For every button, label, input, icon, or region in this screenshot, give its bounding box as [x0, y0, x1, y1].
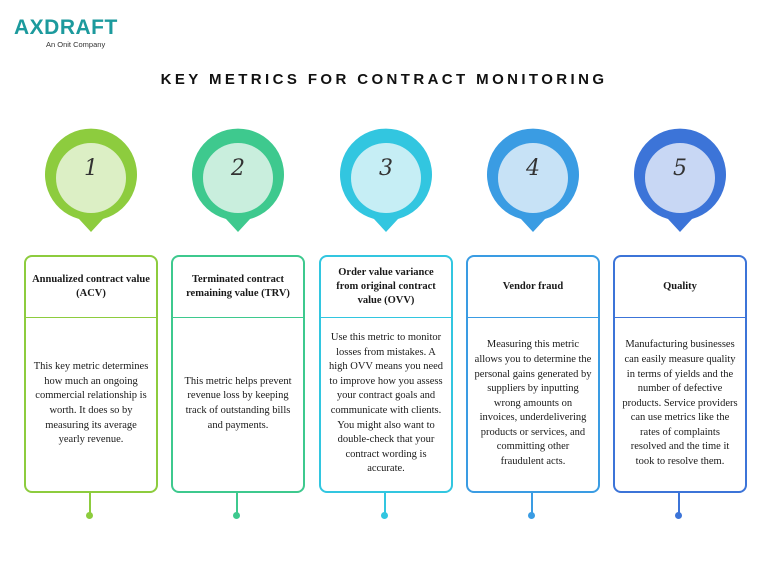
brand-logo: AXDRAFT An Onit Company — [14, 16, 118, 50]
connector-line — [678, 493, 680, 513]
number-pin-marker: 2 — [188, 128, 288, 238]
metric-heading: Terminated contract remaining value (TRV… — [173, 257, 303, 318]
metric-card: Annualized contract value (ACV) This key … — [24, 255, 158, 493]
pin-shape — [45, 128, 137, 232]
number-pin-marker: 1 — [41, 128, 141, 238]
brand-name: AXDRAFT — [14, 16, 118, 39]
page-title: KEY METRICS FOR CONTRACT MONITORING — [160, 71, 608, 88]
metric-card: Order value variance from original contr… — [319, 255, 453, 493]
connector-line — [236, 493, 238, 513]
metric-description: Manufacturing businesses can easily meas… — [622, 339, 738, 468]
metric-card: Terminated contract remaining value (TRV… — [171, 255, 305, 493]
metric-description: Measuring this metric allows you to dete… — [474, 339, 592, 468]
connector-dot — [381, 512, 388, 519]
pin-shape — [192, 128, 284, 232]
metric-heading: Order value variance from original contr… — [321, 257, 451, 318]
number-pin-marker: 3 — [336, 128, 436, 238]
number-pin-marker: 5 — [630, 128, 730, 238]
connector-dot — [86, 512, 93, 519]
connector-dot — [233, 512, 240, 519]
metric-number: 4 — [526, 156, 540, 181]
brand-tagline: An Onit Company — [46, 40, 106, 49]
connector-line — [384, 493, 386, 513]
metric-description: This key metric determines how much an o… — [33, 361, 149, 446]
connector-line — [531, 493, 533, 513]
pin-shape — [634, 128, 726, 232]
metric-heading: Annualized contract value (ACV) — [26, 257, 156, 318]
pin-shape — [340, 128, 432, 232]
metric-heading: Vendor fraud — [468, 257, 598, 318]
pin-shape — [487, 128, 579, 232]
metric-number: 3 — [379, 156, 393, 181]
connector-dot — [528, 512, 535, 519]
metric-number: 2 — [231, 156, 245, 181]
number-pin-marker: 4 — [483, 128, 583, 238]
connector-line — [89, 493, 91, 513]
metric-description: This metric helps prevent revenue loss b… — [184, 375, 292, 431]
metric-number: 1 — [84, 156, 98, 181]
metric-heading: Quality — [615, 257, 745, 318]
metric-number: 5 — [673, 156, 687, 181]
metric-description: Use this metric to monitor losses from m… — [328, 332, 444, 475]
connector-dot — [675, 512, 682, 519]
